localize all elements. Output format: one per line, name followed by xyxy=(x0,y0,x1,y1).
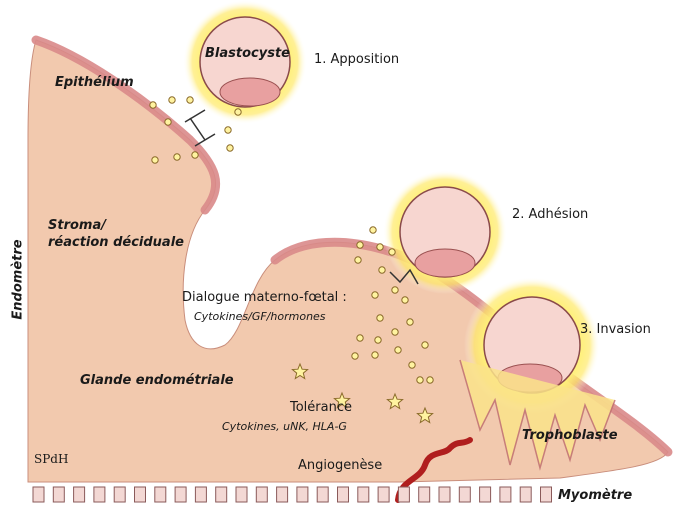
signal-dot xyxy=(406,318,414,326)
myometrium-cell xyxy=(215,486,228,503)
signal-dot xyxy=(371,351,379,359)
myometrium-cell xyxy=(194,486,207,503)
signal-dot xyxy=(224,126,232,134)
label-endometrium: Endomètre xyxy=(10,239,26,320)
signal-dot xyxy=(168,96,176,104)
myometrium-cell xyxy=(479,486,492,503)
signal-dot xyxy=(374,336,382,344)
label-invasion: 3. Invasion xyxy=(580,322,651,337)
adhesion-molecule-icon xyxy=(184,109,216,147)
signal-dot xyxy=(354,256,362,264)
epithelium-layer xyxy=(31,35,673,457)
label-dialogue-factors: Cytokines/GF/hormones xyxy=(194,310,326,323)
label-epithelium: Epithélium xyxy=(55,75,134,90)
myometrium-cell xyxy=(540,486,552,503)
signal-dot xyxy=(391,328,399,336)
myometrium-cell xyxy=(499,486,512,503)
signal-dot xyxy=(416,376,424,384)
signal-dot xyxy=(376,314,384,322)
label-trophoblast: Trophoblaste xyxy=(522,428,618,443)
myometrium-cell xyxy=(519,486,532,503)
label-adhesion: 2. Adhésion xyxy=(512,207,589,222)
signal-dot xyxy=(186,96,194,104)
adhesion-molecule-icon xyxy=(389,268,419,285)
blastocyst-apposition xyxy=(183,0,307,124)
star-icon xyxy=(386,392,404,410)
signal-dot xyxy=(226,144,234,152)
label-myometrium: Myomètre xyxy=(558,488,633,503)
label-blastocyst: Blastocyste xyxy=(205,46,290,61)
label-dialogue: Dialogue materno-fœtal : xyxy=(182,290,347,305)
label-stroma: Stroma/ xyxy=(48,218,106,233)
signal-dot xyxy=(378,266,386,274)
signal-dot xyxy=(388,248,396,256)
signal-dot xyxy=(164,118,172,126)
signal-dot xyxy=(149,101,157,109)
myometrium-cell xyxy=(458,486,471,503)
signal-dot xyxy=(408,361,416,369)
myometrium-cell xyxy=(93,486,106,503)
myometrium-cell xyxy=(296,486,309,503)
tolerance-stars xyxy=(291,362,434,424)
label-gland: Glande endométriale xyxy=(80,373,234,388)
signal-dot xyxy=(151,156,159,164)
signal-dot xyxy=(426,376,434,384)
signal-molecules xyxy=(149,96,434,384)
signal-dot xyxy=(369,226,377,234)
label-decidual-reaction: réaction déciduale xyxy=(48,235,184,250)
signal-dot xyxy=(191,151,199,159)
signal-dot xyxy=(351,352,359,360)
star-icon xyxy=(416,406,434,424)
myometrium-cell xyxy=(73,486,86,503)
myometrium-cell xyxy=(397,486,410,503)
signal-dot xyxy=(391,286,399,294)
myometrium-cell xyxy=(255,486,268,503)
myometrium-cell xyxy=(337,486,349,503)
signal-dot xyxy=(376,243,384,251)
signal-dot xyxy=(394,346,402,354)
myometrium-cell xyxy=(357,486,370,503)
myometrium-cell xyxy=(377,486,390,503)
myometrium-cell xyxy=(276,486,289,503)
myometrium-cell xyxy=(134,486,146,503)
blastocyst-adhesion xyxy=(383,170,507,294)
label-angiogenesis: Angiogenèse xyxy=(298,458,383,473)
signal-dot xyxy=(356,241,364,249)
star-icon xyxy=(291,362,309,380)
blood-vessel xyxy=(395,437,473,503)
label-apposition: 1. Apposition xyxy=(314,52,400,67)
myometrium-cell xyxy=(438,486,451,503)
label-tolerance-factors: Cytokines, uNK, HLA-G xyxy=(222,420,347,433)
myometrium-cell xyxy=(235,486,248,503)
signal-dot xyxy=(401,296,409,304)
myometrium-cell xyxy=(174,486,187,503)
myometrium-cell xyxy=(52,486,65,503)
myometrium-cell xyxy=(316,486,329,503)
myometrium-cells xyxy=(32,486,552,503)
myometrium-cell xyxy=(113,486,126,503)
signal-dot xyxy=(371,291,379,299)
signal-dot xyxy=(356,334,364,342)
signal-dot xyxy=(234,108,242,116)
signal-dot xyxy=(421,341,429,349)
label-tolerance: Tolérance xyxy=(290,400,352,415)
signal-dot xyxy=(173,153,181,161)
signature: SPdH xyxy=(34,452,69,466)
trophoblast-invasion xyxy=(459,359,616,471)
myometrium-cell xyxy=(154,486,167,503)
star-icon xyxy=(333,391,351,409)
myometrium-cell xyxy=(418,486,431,503)
myometrium-cell xyxy=(32,486,45,503)
